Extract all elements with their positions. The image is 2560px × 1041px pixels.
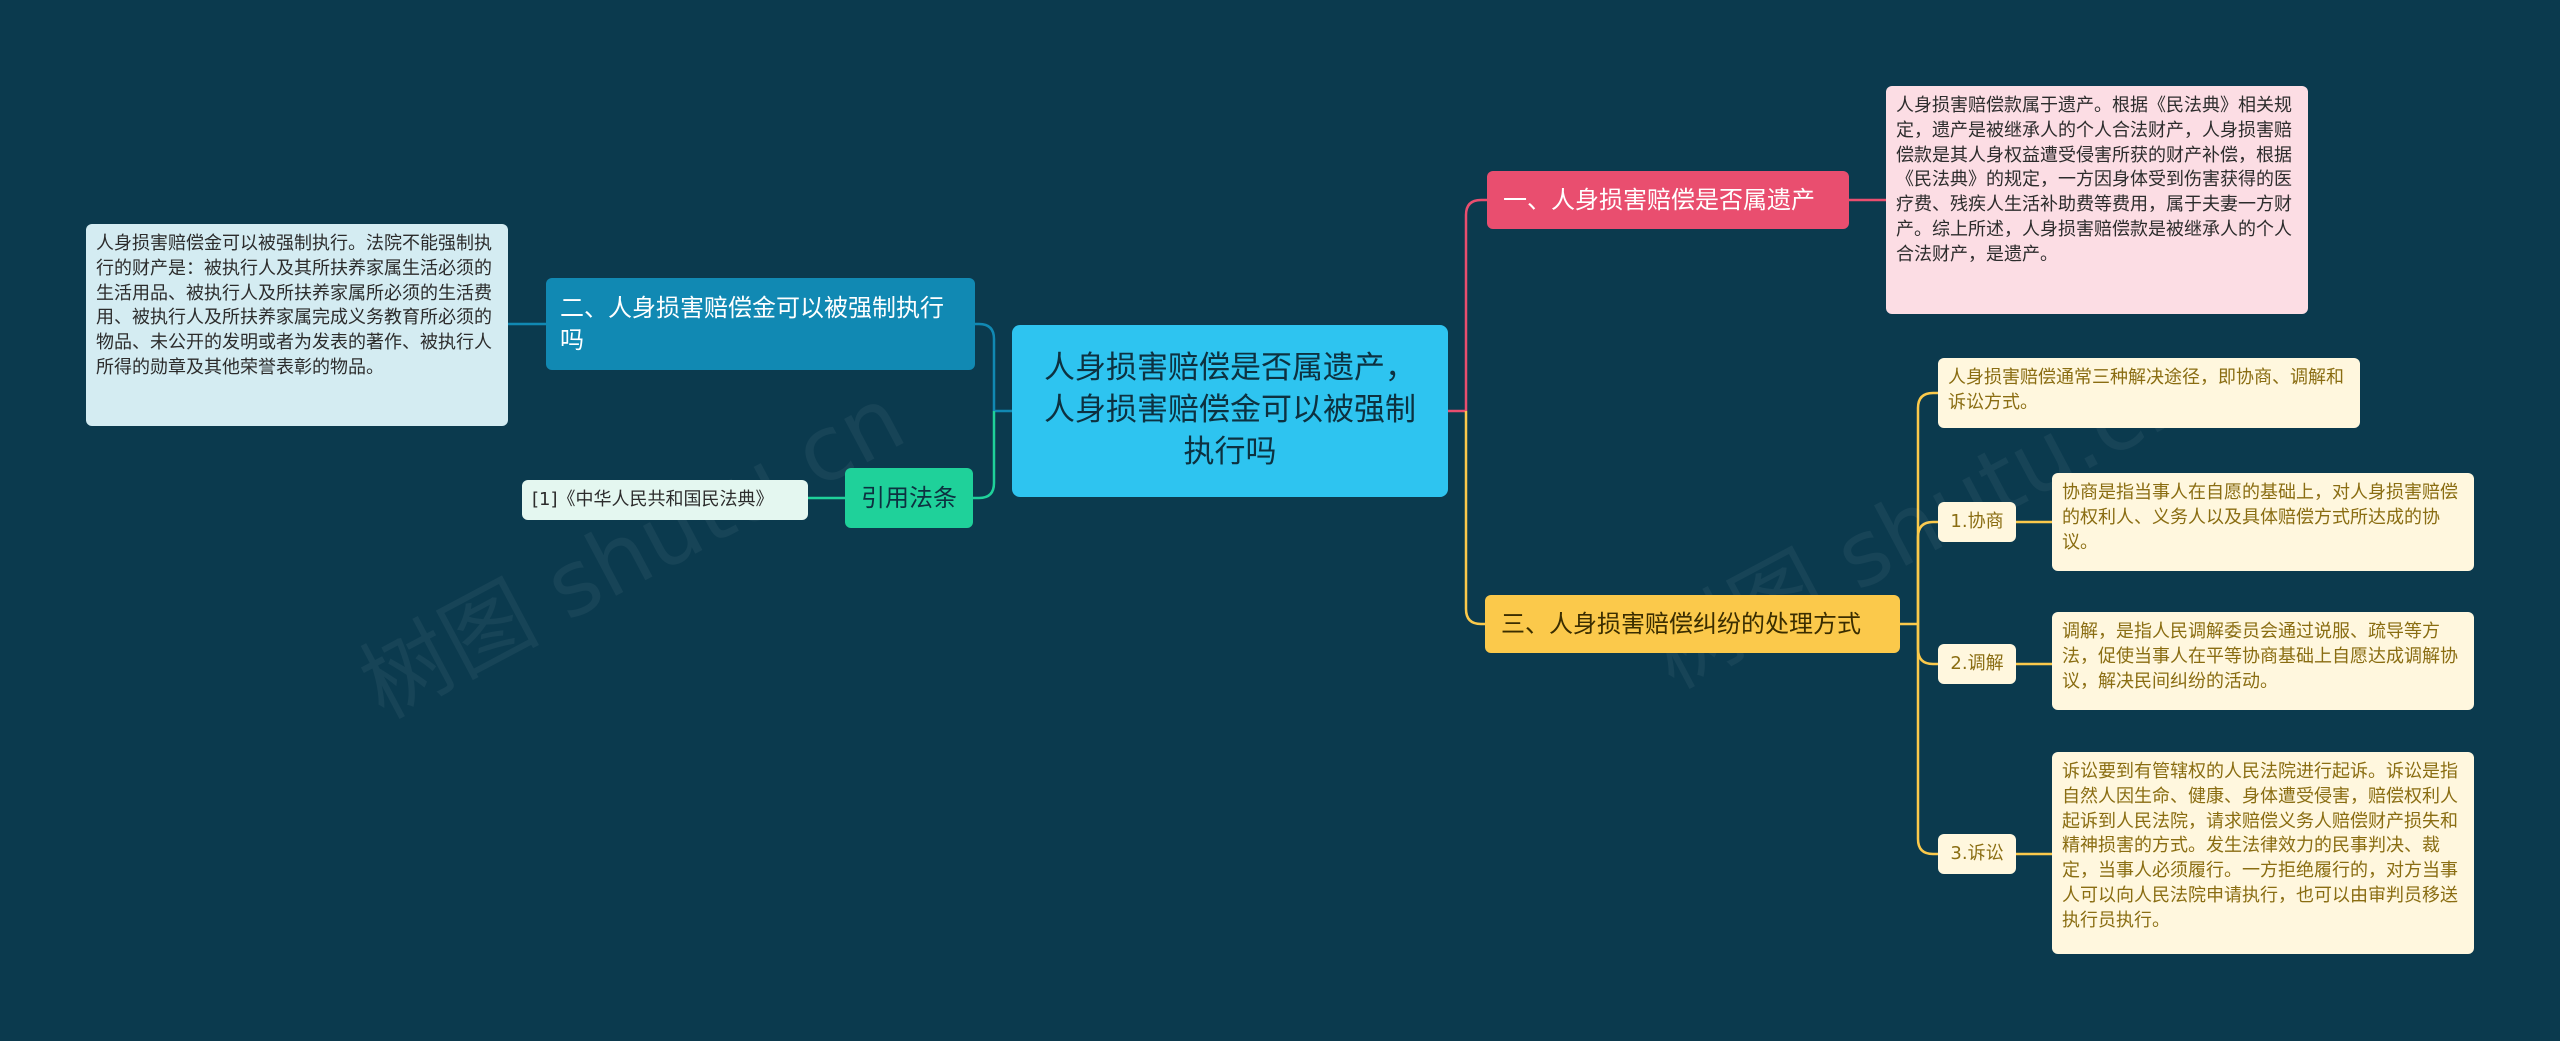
link-center-branch2 xyxy=(975,322,996,411)
branch-enforcement-answer[interactable]: 人身损害赔偿金可以被强制执行。法院不能强制执行的财产是：被执行人及其所扶养家属生… xyxy=(86,224,508,426)
branch-dispute-resolution[interactable]: 三、人身损害赔偿纠纷的处理方式 xyxy=(1485,595,1900,653)
branch-heritage-question[interactable]: 一、人身损害赔偿是否属遗产 xyxy=(1487,171,1849,229)
method-litigation-desc[interactable]: 诉讼要到有管辖权的人民法院进行起诉。诉讼是指自然人因生命、健康、身体遭受侵害，赔… xyxy=(2052,752,2474,954)
link-center-citation xyxy=(973,411,996,500)
method-negotiation-desc[interactable]: 协商是指当事人在自愿的基础上，对人身损害赔偿的权利人、义务人以及具体赔偿方式所达… xyxy=(2052,473,2474,571)
link-branch3-item2 xyxy=(1916,624,1938,666)
link-branch3-item3 xyxy=(1916,624,1938,856)
center-topic[interactable]: 人身损害赔偿是否属遗产，人身损害赔偿金可以被强制执行吗 xyxy=(1012,325,1448,497)
branch-enforcement-question[interactable]: 二、人身损害赔偿金可以被强制执行吗 xyxy=(546,278,975,370)
method-mediation[interactable]: 2.调解 xyxy=(1938,644,2016,684)
link-branch3-intro xyxy=(1916,391,1938,624)
link-center-branch1 xyxy=(1464,198,1487,411)
branch-heritage-answer[interactable]: 人身损害赔偿款属于遗产。根据《民法典》相关规定，遗产是被继承人的个人合法财产，人… xyxy=(1886,86,2308,314)
citation-civil-code[interactable]: [1]《中华人民共和国民法典》 xyxy=(522,480,808,520)
method-mediation-desc[interactable]: 调解，是指人民调解委员会通过说服、疏导等方法，促使当事人在平等协商基础上自愿达成… xyxy=(2052,612,2474,710)
link-branch3-item1 xyxy=(1916,520,1938,624)
dispute-resolution-intro[interactable]: 人身损害赔偿通常三种解决途径，即协商、调解和诉讼方式。 xyxy=(1938,358,2360,428)
citation-node[interactable]: 引用法条 xyxy=(845,468,973,528)
method-negotiation[interactable]: 1.协商 xyxy=(1938,502,2016,542)
link-center-branch3 xyxy=(1464,411,1485,626)
method-litigation[interactable]: 3.诉讼 xyxy=(1938,834,2016,874)
